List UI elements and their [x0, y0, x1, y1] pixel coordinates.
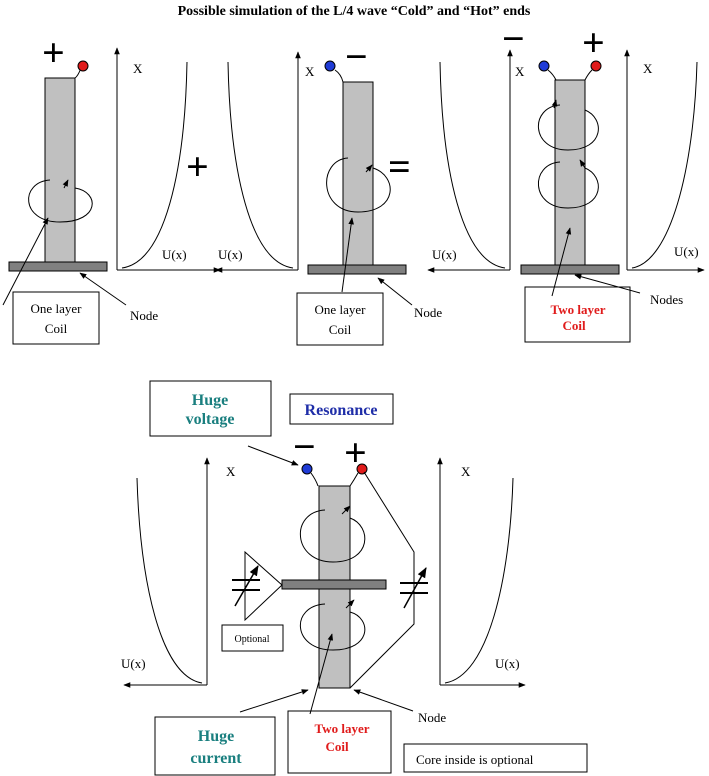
potential-curve — [136, 477, 203, 684]
resonance-label: Resonance — [305, 402, 378, 419]
nodes-label: Nodes — [650, 292, 683, 307]
one-layer-coil-label-2: Coil — [329, 322, 352, 337]
base-plate — [307, 264, 407, 275]
core-inside-box — [403, 743, 588, 773]
coil-column — [342, 81, 374, 266]
coil-column — [554, 79, 586, 267]
rotation-arrow-icon — [28, 179, 93, 223]
u-axis-label: U(x) — [495, 656, 520, 671]
node-arrow — [353, 689, 414, 712]
terminal-minus-icon — [324, 60, 336, 72]
x-axis-label: X — [305, 64, 315, 79]
plus-sign: + — [582, 20, 605, 65]
two-layer-coil-label: Two layer — [315, 721, 370, 736]
rotation-arrow-icon — [537, 161, 599, 209]
potential-curve — [444, 477, 514, 684]
pointer-arrow — [551, 227, 572, 297]
node-arrow — [79, 272, 127, 306]
equals-operator: = — [388, 144, 411, 189]
x-axis-label: X — [515, 64, 525, 79]
nodes-arrow — [574, 273, 641, 294]
panel-one-layer-hot: X − U(x) One layer Coil Node — [215, 34, 442, 346]
terminal-minus-icon — [538, 60, 550, 72]
one-layer-coil-label: One layer — [315, 302, 367, 317]
u-axis-label: U(x) — [432, 247, 457, 262]
variable-capacitor-icon — [403, 567, 427, 609]
node-label: Node — [418, 710, 446, 725]
diagram-title: Possible simulation of the L/4 wave “Col… — [178, 4, 531, 19]
terminal-minus-icon — [301, 463, 313, 475]
huge-voltage-label-2: voltage — [186, 411, 235, 428]
huge-current-label: Huge — [198, 728, 234, 745]
x-axis-label: X — [643, 61, 653, 76]
one-layer-coil-box — [12, 291, 100, 345]
u-axis-label: U(x) — [674, 244, 699, 259]
two-layer-coil-label-2: Coil — [325, 739, 349, 754]
node-label: Node — [130, 308, 158, 323]
capacitor-wire — [349, 471, 415, 689]
pointer-arrow — [309, 633, 334, 715]
huge-current-box — [154, 716, 276, 776]
one-layer-coil-box — [296, 292, 384, 346]
current-arrow — [239, 689, 309, 713]
rotation-arrow-icon — [300, 509, 366, 563]
minus-sign: − — [502, 16, 525, 61]
plus-sign: + — [42, 30, 65, 75]
variable-capacitor-icon — [244, 550, 283, 622]
panel-one-layer-cold: + X U(x) One layer Coil Node — [2, 30, 221, 345]
rotation-arrow-icon — [299, 603, 366, 651]
x-axis-label: X — [133, 61, 143, 76]
terminal-plus-icon — [77, 60, 89, 72]
two-layer-coil-box — [524, 286, 631, 343]
coil-column — [44, 77, 76, 264]
terminal-plus-icon — [590, 60, 602, 72]
core-inside-label: Core inside is optional — [416, 752, 534, 767]
node-label: Node — [414, 305, 442, 320]
rotation-arrow-icon — [537, 104, 599, 151]
resonance-box — [289, 393, 394, 425]
voltage-arrow — [247, 445, 299, 466]
two-layer-coil-box — [287, 710, 392, 774]
optional-box — [221, 624, 284, 652]
pointer-arrow — [2, 217, 49, 306]
pointer-arrow — [341, 217, 354, 293]
node-arrow — [377, 277, 413, 306]
u-axis-label: U(x) — [162, 247, 187, 262]
potential-curve — [631, 61, 698, 269]
middle-plate — [281, 579, 387, 590]
huge-voltage-box — [149, 380, 272, 437]
x-axis-label: X — [226, 464, 236, 479]
minus-sign: − — [293, 424, 316, 469]
huge-current-label-2: current — [190, 750, 242, 767]
rotation-arrow-icon — [326, 157, 391, 213]
base-plate — [8, 261, 108, 272]
two-layer-coil-label-2: Coil — [562, 318, 586, 333]
u-axis-label: U(x) — [218, 247, 243, 262]
u-axis-label: U(x) — [121, 656, 146, 671]
two-layer-coil-label: Two layer — [551, 302, 606, 317]
minus-sign: − — [345, 34, 368, 79]
optional-label: Optional — [235, 634, 270, 645]
potential-curve — [439, 61, 506, 269]
one-layer-coil-label: One layer — [31, 301, 83, 316]
terminal-plus-icon — [356, 463, 368, 475]
one-layer-coil-label-2: Coil — [45, 321, 68, 336]
x-axis-label: X — [461, 464, 471, 479]
panel-two-layer: − + X X U(x) U(x) Two layer Coil Nodes — [427, 16, 705, 343]
base-plate — [520, 264, 620, 275]
potential-curve — [227, 61, 294, 269]
plus-operator: + — [186, 144, 209, 189]
huge-voltage-label: Huge — [192, 392, 228, 409]
panel-resonance: Huge voltage Resonance − + Optional X — [121, 380, 588, 776]
potential-curve — [121, 61, 188, 269]
